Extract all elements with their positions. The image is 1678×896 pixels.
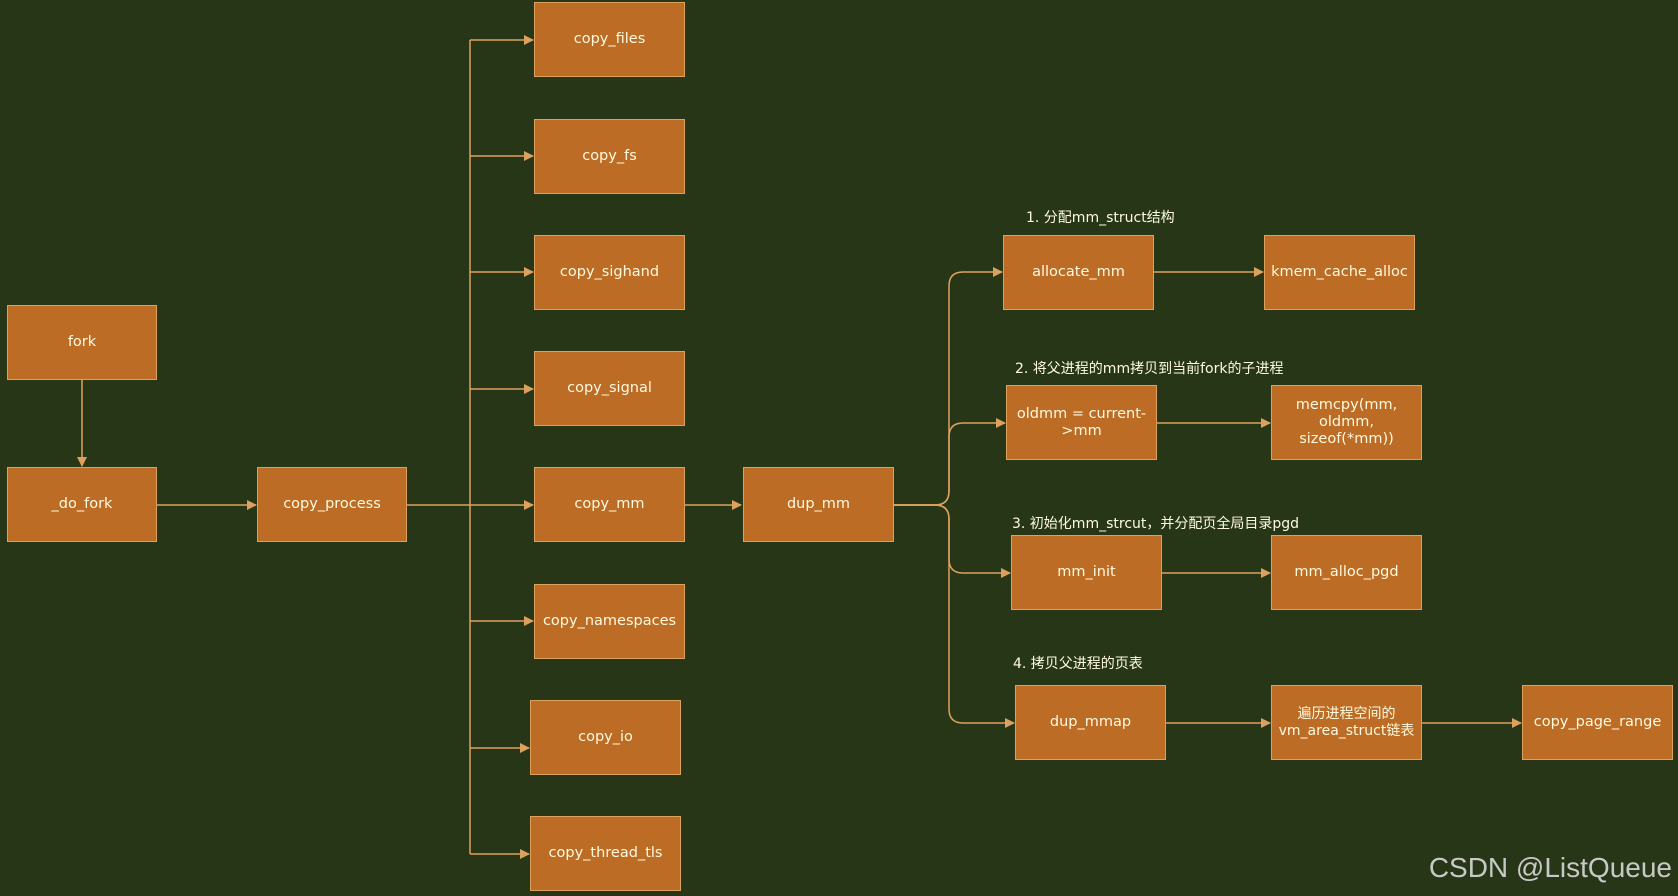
node-memcpy[interactable]: memcpy(mm, oldmm, sizeof(*mm)) xyxy=(1271,385,1422,460)
node-dup-mm[interactable]: dup_mm xyxy=(743,467,894,542)
edge-dup-mm-mm-init xyxy=(894,504,1011,578)
watermark: CSDN @ListQueue xyxy=(1428,852,1672,883)
note-step-1: 1. 分配mm_struct结构 xyxy=(1026,210,1175,226)
node-copy-mm[interactable]: copy_mm xyxy=(534,467,685,542)
edge-dup-mm-allocate-mm xyxy=(894,267,1003,506)
edge-dup-mm-dup-mmap xyxy=(894,504,1015,728)
node-kmem-cache-alloc[interactable]: kmem_cache_alloc xyxy=(1264,235,1415,310)
note-step-2: 2. 将父进程的mm拷贝到当前fork的子进程 xyxy=(1015,361,1284,377)
node-copy-page-range[interactable]: copy_page_range xyxy=(1522,685,1673,760)
note-step-4: 4. 拷贝父进程的页表 xyxy=(1013,656,1143,672)
node-copy-io[interactable]: copy_io xyxy=(530,700,681,775)
node-oldmm-assign[interactable]: oldmm = current->mm xyxy=(1006,385,1157,460)
node-copy-sighand[interactable]: copy_sighand xyxy=(534,235,685,310)
node-copy-process[interactable]: copy_process xyxy=(257,467,407,542)
node-dup-mmap[interactable]: dup_mmap xyxy=(1015,685,1166,760)
node-do-fork[interactable]: _do_fork xyxy=(7,467,157,542)
node-traverse-vma[interactable]: 遍历进程空间的vm_area_struct链表 xyxy=(1271,685,1422,760)
node-copy-files[interactable]: copy_files xyxy=(534,2,685,77)
note-step-3: 3. 初始化mm_strcut，并分配页全局目录pgd xyxy=(1012,516,1300,532)
node-mm-init[interactable]: mm_init xyxy=(1011,535,1162,610)
node-copy-fs[interactable]: copy_fs xyxy=(534,119,685,194)
node-copy-signal[interactable]: copy_signal xyxy=(534,351,685,426)
node-copy-thread-tls[interactable]: copy_thread_tls xyxy=(530,816,681,891)
node-copy-namespaces[interactable]: copy_namespaces xyxy=(534,584,685,659)
node-fork[interactable]: fork xyxy=(7,305,157,380)
node-allocate-mm[interactable]: allocate_mm xyxy=(1003,235,1154,310)
node-mm-alloc-pgd[interactable]: mm_alloc_pgd xyxy=(1271,535,1422,610)
edge-dup-mm-oldmm xyxy=(894,418,1006,506)
edge-copy-process-trunk xyxy=(407,40,471,854)
